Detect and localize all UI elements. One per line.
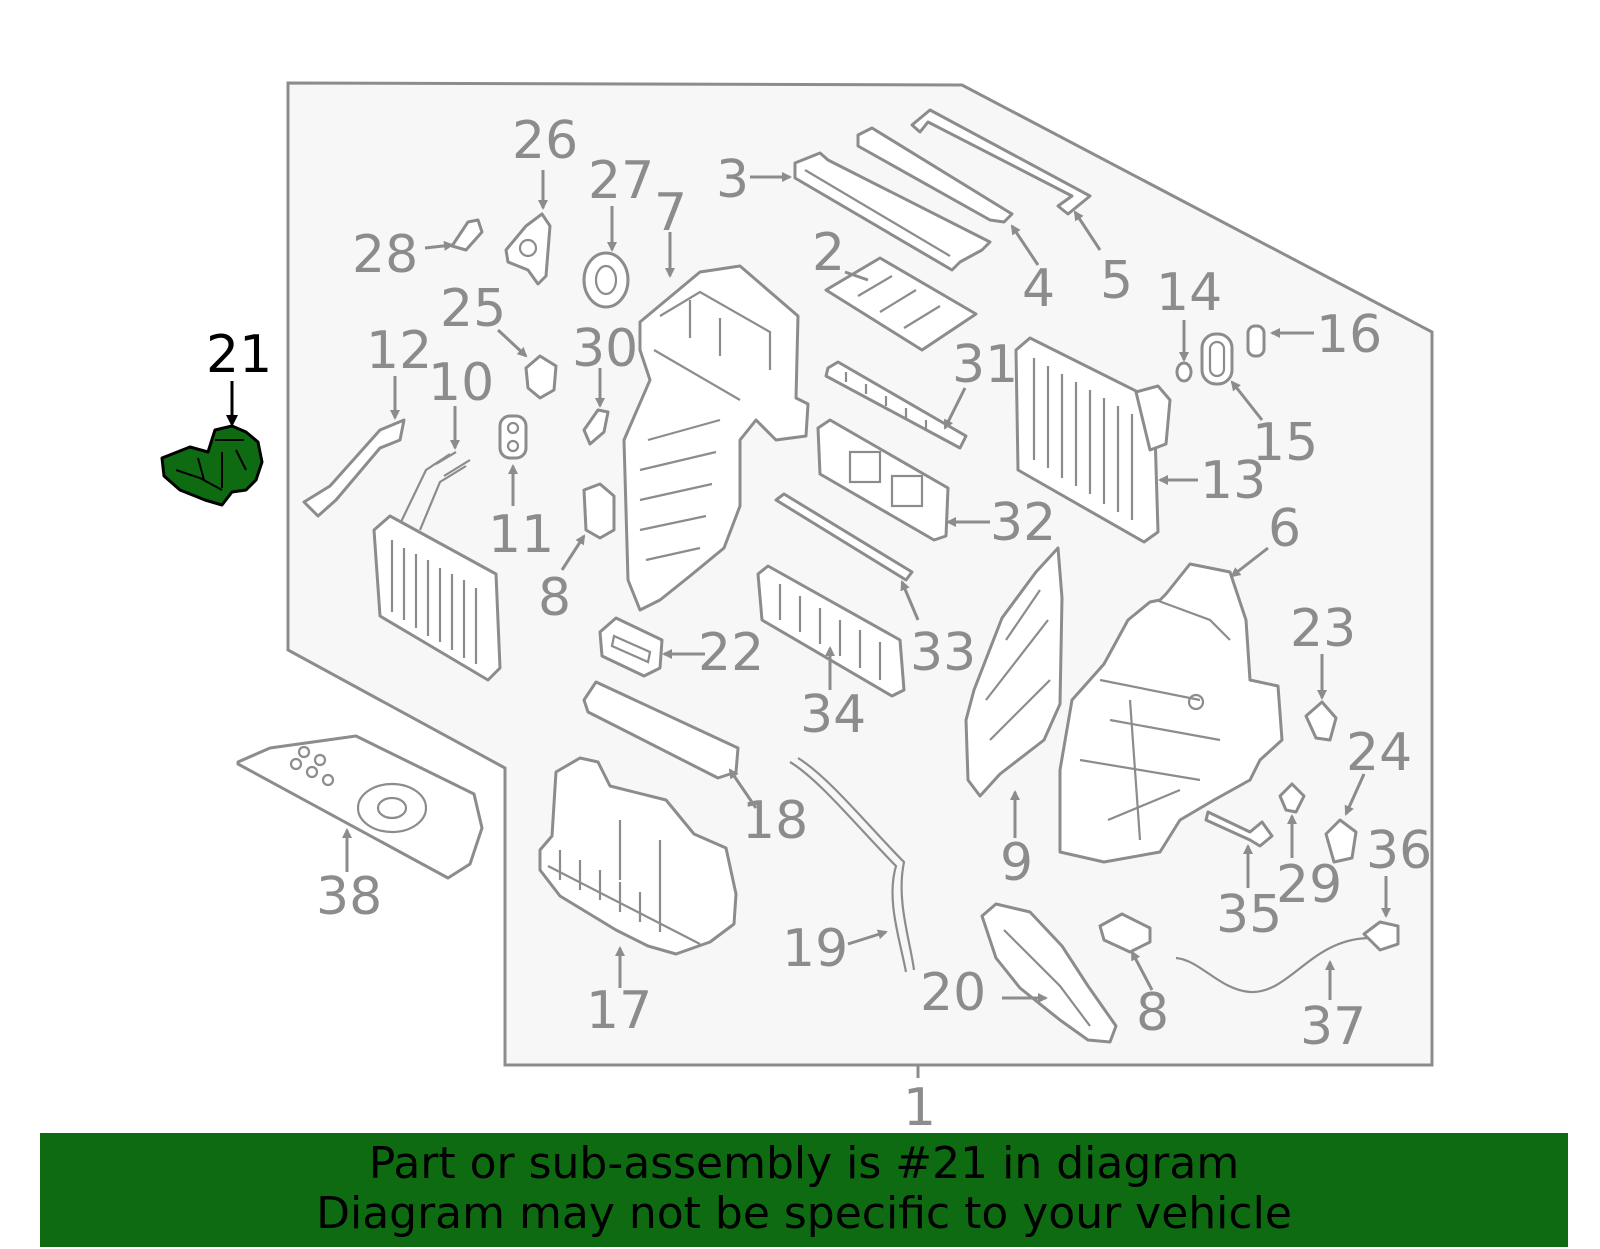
callout-25: 25 bbox=[440, 279, 506, 339]
part-37-wire bbox=[1175, 936, 1369, 994]
callout-3: 3 bbox=[716, 150, 749, 210]
callout-4: 4 bbox=[1022, 259, 1055, 319]
callout-30: 30 bbox=[572, 319, 638, 379]
callout-12: 12 bbox=[366, 321, 432, 381]
part-8-block-2 bbox=[1098, 912, 1152, 954]
leader-18 bbox=[728, 768, 758, 809]
callout-6: 6 bbox=[1268, 499, 1301, 559]
part-11-gasket bbox=[498, 414, 528, 460]
part-8-block bbox=[582, 482, 616, 540]
leader-31 bbox=[943, 387, 967, 430]
callout-29: 29 bbox=[1276, 855, 1342, 915]
info-banner: Part or sub-assembly is #21 in diagram D… bbox=[40, 1133, 1568, 1247]
leader-33 bbox=[900, 580, 920, 621]
leader-8a bbox=[560, 534, 586, 571]
part-38-cover bbox=[236, 734, 484, 880]
banner-line-1: Part or sub-assembly is #21 in diagram bbox=[368, 1138, 1240, 1189]
part-6-case bbox=[1058, 562, 1284, 864]
part-22-gasket bbox=[598, 616, 664, 678]
part-15-gasket bbox=[1200, 332, 1234, 386]
part-23-actuator bbox=[1304, 700, 1338, 742]
part-24-actuator bbox=[1324, 818, 1358, 864]
callout-31: 31 bbox=[952, 335, 1018, 395]
callout-21: 21 bbox=[206, 325, 272, 385]
part-33-louver bbox=[774, 492, 914, 582]
leader-4 bbox=[1010, 224, 1040, 266]
callout-9: 9 bbox=[1000, 833, 1033, 893]
part-2-filter bbox=[824, 256, 978, 352]
callout-14: 14 bbox=[1156, 263, 1222, 323]
callout-34: 34 bbox=[800, 685, 866, 745]
callout-10: 10 bbox=[428, 353, 494, 413]
part-13-evaporator bbox=[1014, 336, 1172, 544]
leader-28 bbox=[424, 240, 454, 251]
part-20-duct bbox=[980, 902, 1118, 1044]
leader-25 bbox=[496, 328, 528, 358]
callout-11: 11 bbox=[488, 505, 554, 565]
part-12-pipe bbox=[302, 418, 406, 518]
part-29-clip bbox=[1278, 782, 1306, 814]
part-26-actuator bbox=[504, 212, 552, 286]
banner-line-2: Diagram may not be specific to your vehi… bbox=[316, 1188, 1292, 1239]
callout-26: 26 bbox=[512, 111, 578, 171]
leader-19 bbox=[847, 929, 888, 946]
callout-28: 28 bbox=[352, 225, 418, 285]
leader-2 bbox=[844, 270, 869, 282]
callout-16: 16 bbox=[1316, 305, 1382, 365]
part-32-door bbox=[816, 418, 950, 542]
callout-36: 36 bbox=[1366, 821, 1432, 881]
part-5-seal bbox=[910, 108, 1092, 216]
callout-13: 13 bbox=[1200, 451, 1266, 511]
leader-24 bbox=[1344, 773, 1366, 816]
callout-8a: 8 bbox=[538, 568, 571, 628]
part-17-lower-housing bbox=[538, 756, 738, 956]
callout-7: 7 bbox=[654, 183, 687, 243]
part-3-seal bbox=[793, 151, 992, 272]
part-16-seal bbox=[1246, 324, 1266, 358]
part-28-bracket bbox=[450, 218, 484, 252]
callout-24: 24 bbox=[1346, 723, 1412, 783]
callout-35: 35 bbox=[1216, 885, 1282, 945]
callout-27: 27 bbox=[588, 151, 654, 211]
callout-2: 2 bbox=[812, 223, 845, 283]
part-31-grille bbox=[824, 360, 968, 450]
callout-23: 23 bbox=[1290, 599, 1356, 659]
part-19-hose bbox=[789, 757, 916, 973]
callout-18: 18 bbox=[742, 791, 808, 851]
leader-15 bbox=[1230, 380, 1264, 421]
callout-1: 1 bbox=[903, 1078, 936, 1138]
callout-8b: 8 bbox=[1136, 983, 1169, 1043]
part-10-pipes bbox=[399, 451, 471, 531]
part-upper-housing bbox=[622, 264, 810, 612]
part-21-highlighted[interactable] bbox=[160, 424, 264, 507]
part-9-case bbox=[964, 546, 1064, 798]
callout-37: 37 bbox=[1300, 997, 1366, 1057]
part-4-seal bbox=[856, 126, 1014, 224]
callout-22: 22 bbox=[698, 623, 764, 683]
part-36-connector bbox=[1362, 920, 1400, 952]
part-30-clip bbox=[582, 408, 610, 446]
callout-20: 20 bbox=[920, 963, 986, 1023]
callout-19: 19 bbox=[782, 919, 848, 979]
part-25-actuator bbox=[524, 354, 558, 400]
part-heater-core bbox=[372, 514, 502, 682]
leader-8b bbox=[1130, 950, 1154, 991]
callout-32: 32 bbox=[990, 493, 1056, 553]
leader-5 bbox=[1073, 210, 1102, 251]
part-14-oring bbox=[1175, 361, 1193, 383]
callout-17: 17 bbox=[586, 981, 652, 1041]
callout-15: 15 bbox=[1252, 413, 1318, 473]
callout-33: 33 bbox=[910, 623, 976, 683]
leader-6 bbox=[1230, 546, 1269, 578]
callout-5: 5 bbox=[1100, 251, 1133, 311]
part-35-sensor bbox=[1204, 810, 1274, 848]
callout-38: 38 bbox=[316, 867, 382, 927]
part-34-mesh bbox=[756, 564, 906, 698]
part-27-motor bbox=[582, 251, 630, 309]
